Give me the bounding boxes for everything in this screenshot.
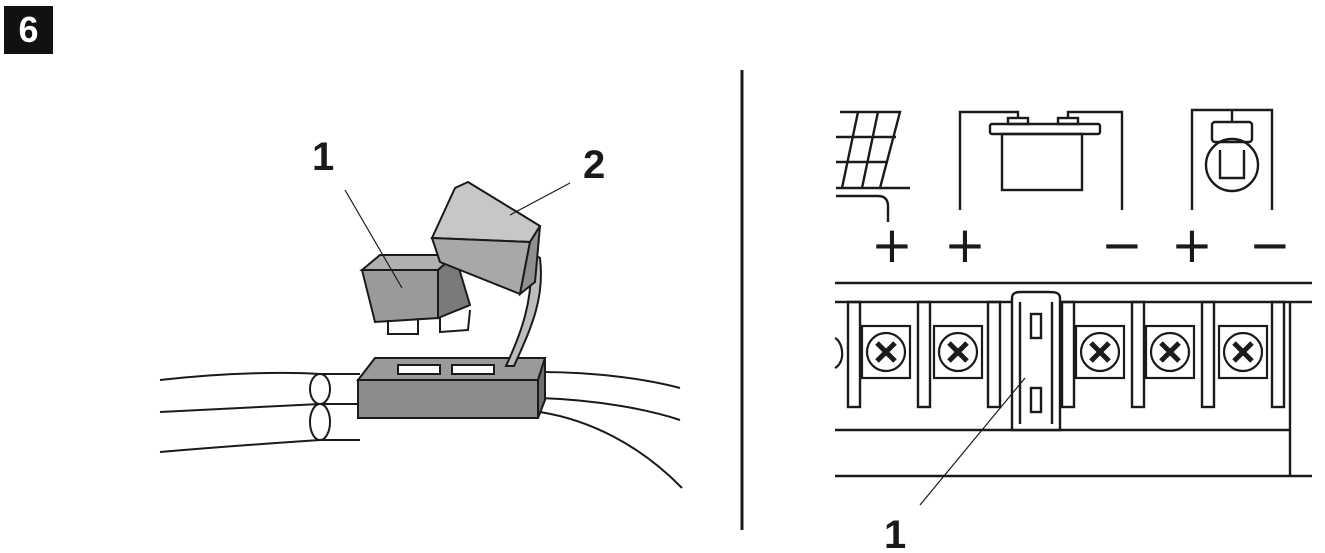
terminal-screw-4	[1144, 324, 1196, 380]
terminal-screw-5	[1217, 324, 1269, 380]
callout-leader-cap	[509, 182, 571, 216]
terminal-symbols: ++−+−	[871, 216, 1291, 274]
callout-label-cap: 2	[583, 143, 605, 187]
terminal-symbol-5: −	[1249, 216, 1291, 274]
lamp-icon	[1190, 108, 1274, 210]
fuse-slot	[1010, 290, 1062, 432]
terminal-block	[835, 281, 1312, 478]
solar-panel-icon	[836, 110, 910, 222]
charge-controller-illustration	[835, 108, 1312, 478]
terminal-screw-1	[860, 324, 912, 380]
callout-label-fuse: 1	[312, 135, 334, 179]
terminal-screws	[834, 324, 1269, 380]
terminal-screw-3	[1074, 324, 1126, 380]
fuse-holder-body	[355, 357, 547, 419]
callout-leader-fuse-slot	[919, 377, 1026, 506]
callout-leader-fuse	[344, 189, 403, 289]
terminal-symbol-2: +	[944, 216, 986, 274]
step-number-badge: 6	[4, 6, 53, 54]
terminal-symbol-3: −	[1101, 216, 1143, 274]
callout-label-fuse-slot: 1	[884, 513, 906, 553]
inline-fuse-holder-illustration	[159, 180, 683, 489]
terminal-screw-partial	[834, 337, 844, 369]
terminal-symbol-4: +	[1171, 216, 1213, 274]
terminal-screw-2	[932, 324, 984, 380]
terminal-separators	[846, 300, 1286, 409]
terminal-symbol-1: +	[871, 216, 913, 274]
cables	[159, 371, 683, 489]
fuse-cap	[430, 180, 542, 297]
battery-icon	[958, 110, 1124, 210]
